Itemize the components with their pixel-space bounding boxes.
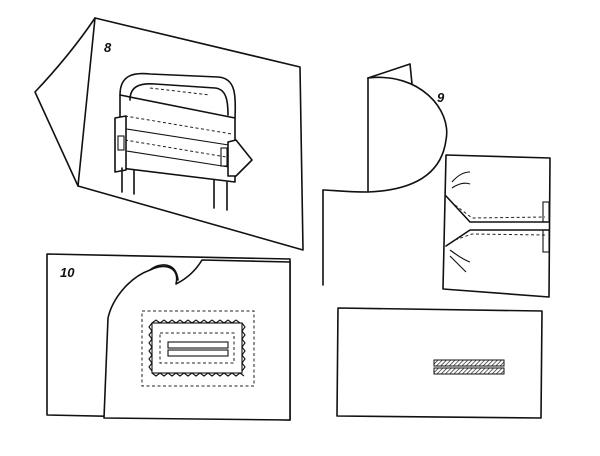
figure-8-right-leg bbox=[213, 179, 228, 211]
figure-9-back-panel bbox=[367, 63, 413, 85]
figure-9-right-panel bbox=[442, 154, 551, 298]
figure-8-center-line bbox=[149, 87, 211, 96]
figure-10: 10 bbox=[46, 253, 291, 421]
figure-10-corner-curl bbox=[149, 264, 179, 281]
figure-10-zigzag-right bbox=[241, 322, 246, 372]
figure-10-slot-bottom bbox=[167, 349, 229, 357]
figure-8-fabric-left-flap bbox=[34, 17, 96, 187]
figure-9-end-slot-bottom bbox=[542, 229, 550, 253]
figure-8-band-top bbox=[119, 72, 237, 119]
figure-10-outer-stitch bbox=[141, 310, 255, 387]
figure-9-stitch-lower bbox=[454, 233, 546, 241]
figure-8-band-stitch-2 bbox=[124, 139, 233, 159]
figure-8-band-stitch-1 bbox=[124, 115, 233, 135]
figure-9-end-slot-top bbox=[542, 201, 550, 223]
figure-9-stitch-upper bbox=[454, 204, 546, 219]
figure-9: 9 bbox=[322, 63, 551, 298]
figure-finished bbox=[336, 307, 543, 419]
figure-9-pull-marks-top bbox=[451, 171, 471, 189]
figure-8-left-tab-slot bbox=[117, 135, 125, 151]
figure-9-curve bbox=[322, 76, 448, 193]
finished-welt-top bbox=[433, 359, 505, 367]
figure-8-band-fold-1 bbox=[119, 127, 236, 147]
figure-8-right-tab-slot bbox=[220, 147, 228, 167]
finished-welt-bottom bbox=[433, 367, 505, 375]
figure-8-band-inner-top bbox=[129, 83, 229, 116]
figure-8-label: 8 bbox=[104, 40, 112, 55]
figure-9-notch-upper bbox=[445, 195, 549, 223]
figure-9-label: 9 bbox=[437, 90, 445, 105]
figure-10-zigzag-top bbox=[151, 319, 241, 324]
figure-8: 8 bbox=[34, 17, 304, 251]
figure-10-zigzag-bottom bbox=[151, 372, 245, 377]
figure-9-pull-marks-bottom bbox=[449, 249, 471, 273]
figure-10-inner-stitch bbox=[159, 332, 235, 364]
figure-8-fabric-right-panel bbox=[77, 17, 304, 251]
figure-10-label: 10 bbox=[60, 265, 75, 280]
figure-8-left-tab bbox=[114, 115, 127, 173]
figure-9-front-panel bbox=[322, 77, 369, 286]
figure-8-left-leg bbox=[121, 167, 135, 195]
figure-8-band-fold-2 bbox=[119, 149, 236, 169]
figure-9-notch-lower bbox=[445, 229, 549, 247]
figure-10-zigzag-left bbox=[148, 322, 153, 372]
figure-8-right-tab bbox=[227, 139, 253, 177]
figure-10-zigzag-frame bbox=[151, 322, 243, 374]
finished-fabric bbox=[336, 307, 543, 419]
figure-10-slot-top bbox=[167, 341, 229, 349]
figure-8-band-front bbox=[119, 94, 236, 183]
figure-10-folded-corner bbox=[103, 259, 291, 421]
